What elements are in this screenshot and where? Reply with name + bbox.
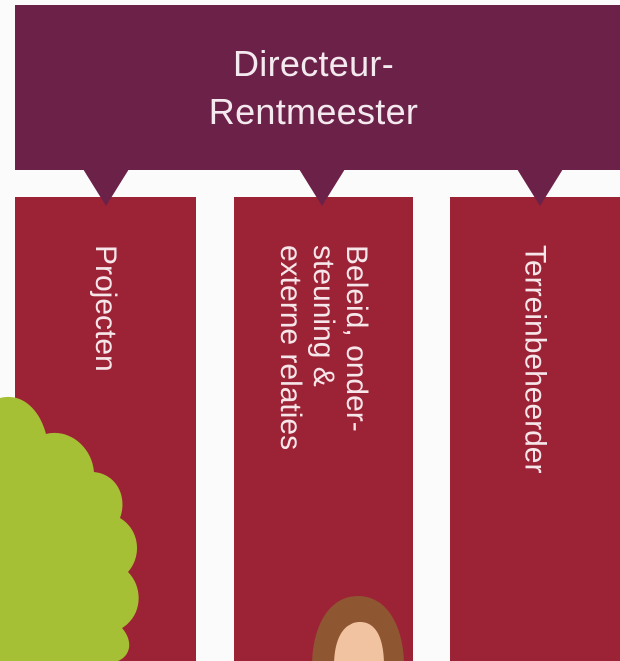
director-title-line-1: Directeur-	[232, 42, 395, 84]
department-label-terreinbeheerder: Terreinbeheerder	[518, 245, 552, 474]
department-label-beleid: Beleid, onder- steuning & externe relati…	[274, 245, 373, 451]
director-title-line-2: Rentmeester	[208, 90, 419, 132]
tree-illustration	[0, 396, 139, 661]
person-illustration	[312, 596, 404, 661]
connector-arrow-projecten	[83, 169, 129, 206]
connector-arrow-terreinbeheerder	[517, 169, 563, 206]
department-beleid: Beleid, onder- steuning & externe relati…	[234, 197, 413, 661]
connector-arrow-beleid	[299, 169, 345, 206]
director-box: Directeur- Rentmeester	[15, 5, 620, 170]
department-terreinbeheerder: Terreinbeheerder	[450, 197, 620, 661]
department-label-projecten: Projecten	[89, 245, 122, 372]
